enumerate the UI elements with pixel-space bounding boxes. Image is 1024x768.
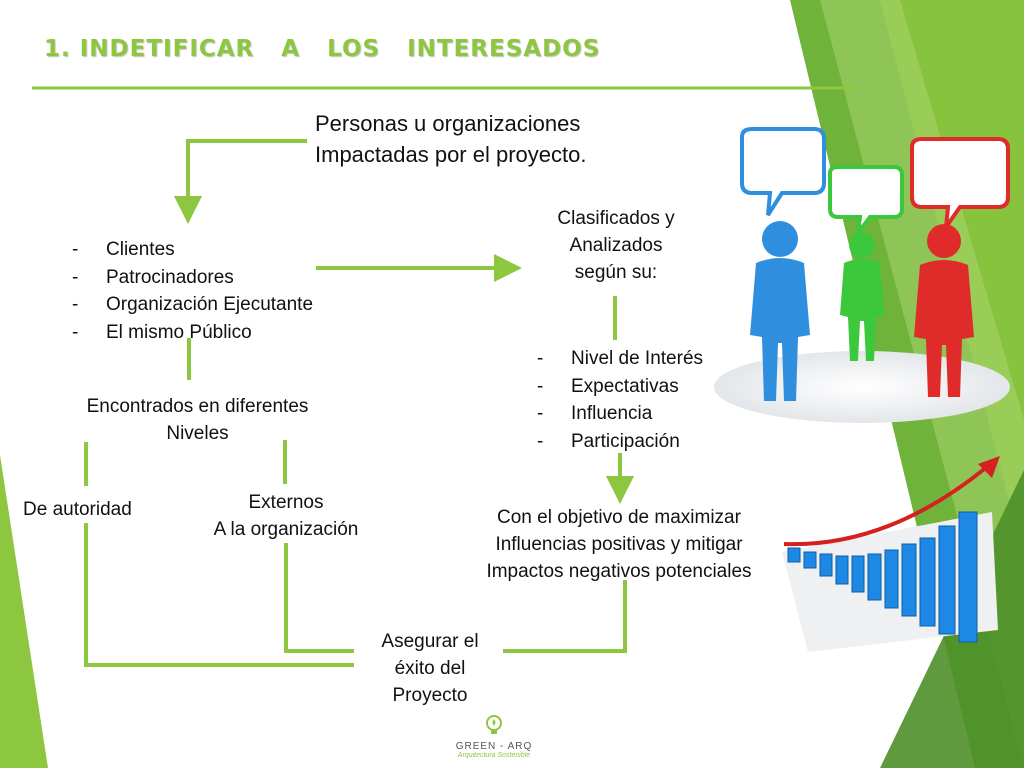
logo-name: GREEN - ARQ: [455, 741, 533, 752]
speech-bubble-icon: [740, 127, 1010, 241]
success-line-3: Proyecto: [392, 685, 468, 706]
lightbulb-leaf-icon: [486, 715, 502, 734]
classified-line-3: según su:: [574, 262, 658, 283]
ground-cloud: [714, 351, 1010, 423]
people-talking-illustration: [714, 127, 1010, 423]
classified-label: Clasificados y Analizados según su:: [530, 205, 702, 286]
levels-line-1: Encontrados en diferentes: [86, 396, 309, 417]
external-line-1: Externos: [248, 492, 324, 513]
page-title: 1. INDETIFICAR A LOS INTERESADOS: [44, 36, 601, 62]
red-person-icon: [914, 224, 974, 397]
stakeholder-list: Clientes Patrocinadores Organización Eje…: [72, 236, 313, 346]
list-item: Organización Ejecutante: [72, 291, 313, 319]
levels-label: Encontrados en diferentes Niveles: [60, 393, 335, 447]
growth-chart-illustration: [782, 456, 1000, 652]
criteria-list: Nivel de Interés Expectativas Influencia…: [537, 345, 703, 455]
blue-person-icon: [750, 221, 810, 401]
bar-chart-icon: [787, 511, 978, 643]
success-line-1: Asegurar el: [381, 631, 479, 652]
list-item: El mismo Público: [72, 319, 313, 347]
objective-line-3: Impactos negativos potenciales: [486, 561, 752, 582]
intro-line-1: Personas u organizaciones: [315, 111, 581, 136]
levels-line-2: Niveles: [166, 423, 229, 444]
list-item: Patrocinadores: [72, 264, 313, 292]
connector-authority-to-success: [84, 523, 354, 667]
brand-logo: GREEN - ARQ Arquitectura Sostenible: [452, 714, 536, 759]
external-label: Externos A la organización: [196, 489, 376, 543]
rising-arrow-icon: [783, 464, 990, 547]
arrow-intro-to-list: [174, 139, 307, 224]
list-item: Influencia: [537, 400, 703, 428]
list-item: Clientes: [72, 236, 313, 264]
arrow-tip-icon: [978, 456, 1000, 478]
green-person-icon: [840, 232, 884, 361]
logo-subtitle: Arquitectura Sostenible: [457, 752, 531, 759]
authority-label: De autoridad: [23, 499, 132, 520]
classified-line-2: Analizados: [569, 235, 663, 256]
objective-line-1: Con el objetivo de maximizar: [497, 507, 741, 528]
objective-line-2: Influencias positivas y mitigar: [495, 534, 743, 555]
external-line-2: A la organización: [213, 519, 359, 540]
connector-external-to-success: [284, 543, 354, 653]
classified-line-1: Clasificados y: [557, 208, 675, 229]
list-item: Nivel de Interés: [537, 345, 703, 373]
intro-text: Personas u organizaciones Impactadas por…: [315, 108, 586, 170]
success-line-2: éxito del: [394, 658, 466, 679]
list-item: Expectativas: [537, 373, 703, 401]
intro-line-2: Impactadas por el proyecto.: [315, 142, 587, 167]
list-item: Participación: [537, 428, 703, 456]
connector-objective-to-success: [503, 580, 627, 653]
objective-label: Con el objetivo de maximizar Influencias…: [470, 504, 768, 585]
success-label: Asegurar el éxito del Proyecto: [365, 628, 495, 709]
bg-triangle-left: [0, 455, 48, 768]
